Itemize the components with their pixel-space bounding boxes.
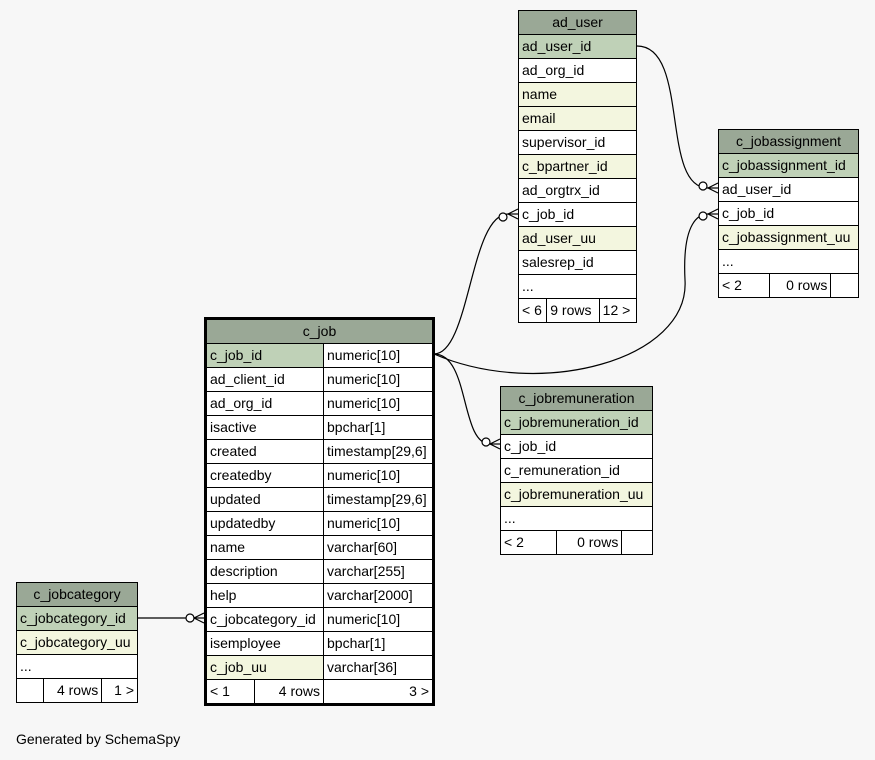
parents-count: < 6 [517,298,548,323]
column-pk: c_jobremuneration_id [500,410,653,435]
row-count: 0 rows [555,530,623,555]
column-more: ... [16,654,138,679]
column-type: varchar[2000] [323,583,434,608]
column-indexed: email [518,106,637,131]
column-more: ... [500,506,653,531]
row-count: 4 rows [254,679,324,705]
table-title[interactable]: c_jobremuneration [500,386,653,411]
link-c-job-to-c-jobremuneration [433,353,491,445]
column: ad_org_id [205,391,324,416]
parents-count: < 1 [205,679,255,705]
children-count [621,530,653,555]
link-ad-user-to-c-jobassignment [636,45,709,189]
table-ad-user[interactable]: ad_user ad_user_id ad_org_id name email … [517,10,638,323]
column-indexed: ad_user_uu [518,226,637,251]
column-type: numeric[10] [323,391,434,416]
link-c-job-to-ad-user [433,213,509,355]
column-indexed: c_jobcategory_uu [16,630,138,655]
column-type: numeric[10] [323,607,434,632]
column-type: timestamp[29,6] [323,487,434,512]
column-pk: c_jobcategory_id [16,606,138,631]
column-type: timestamp[29,6] [323,439,434,464]
column-indexed: name [518,82,637,107]
column-more: ... [518,274,637,299]
children-count [830,273,859,298]
column-type: numeric[10] [323,343,434,368]
column: supervisor_id [518,130,637,155]
parents-count [15,678,45,703]
column: updatedby [205,511,324,536]
column: salesrep_id [518,250,637,275]
column-type: varchar[60] [323,535,434,560]
column-indexed: c_job_uu [205,655,324,680]
row-count: 4 rows [43,678,103,703]
parents-count: < 2 [500,530,557,555]
column: isemployee [205,631,324,656]
column-indexed: c_bpartner_id [518,154,637,179]
children-count: 3 > [323,679,434,705]
column-more: ... [718,249,859,274]
column: updated [205,487,324,512]
column: name [205,535,324,560]
column-type: varchar[36] [323,655,434,680]
parents-count: < 2 [718,273,770,298]
table-c-jobcategory[interactable]: c_jobcategory c_jobcategory_id c_jobcate… [15,582,138,703]
row-count: 0 rows [768,273,832,298]
column: ad_user_id [718,177,859,202]
column-type: bpchar[1] [323,415,434,440]
column: ad_client_id [205,367,324,392]
column-type: bpchar[1] [323,631,434,656]
table-title[interactable]: ad_user [518,10,637,35]
table-c-jobassignment[interactable]: c_jobassignment c_jobassignment_id ad_us… [718,129,859,298]
column: c_remuneration_id [500,458,653,483]
column-pk: c_job_id [205,343,324,368]
children-count: 1 > [101,678,138,703]
table-title[interactable]: c_jobcategory [16,582,138,607]
column: description [205,559,324,584]
generated-by-text: Generated by SchemaSpy [16,731,181,747]
column: createdby [205,463,324,488]
table-title[interactable]: c_job [205,318,434,344]
table-c-jobremuneration[interactable]: c_jobremuneration c_jobremuneration_id c… [500,386,653,555]
column-type: numeric[10] [323,511,434,536]
column: c_job_id [500,434,653,459]
table-title[interactable]: c_jobassignment [718,129,859,154]
link-c-job-to-c-jobassignment [433,213,709,374]
column-type: numeric[10] [323,463,434,488]
column: ad_orgtrx_id [518,178,637,203]
children-count: 12 > [598,298,638,323]
column-pk: ad_user_id [518,34,637,59]
column-pk: c_jobassignment_id [718,153,859,178]
column-indexed: c_jobremuneration_uu [500,482,653,507]
column: isactive [205,415,324,440]
column: c_job_id [518,202,637,227]
column-indexed: c_jobassignment_uu [718,225,859,250]
column-type: numeric[10] [323,367,434,392]
column: c_job_id [718,201,859,226]
row-count: 9 rows [546,298,600,323]
column-type: varchar[255] [323,559,434,584]
column: c_jobcategory_id [205,607,324,632]
column: created [205,439,324,464]
column: ad_org_id [518,58,637,83]
column: help [205,583,324,608]
